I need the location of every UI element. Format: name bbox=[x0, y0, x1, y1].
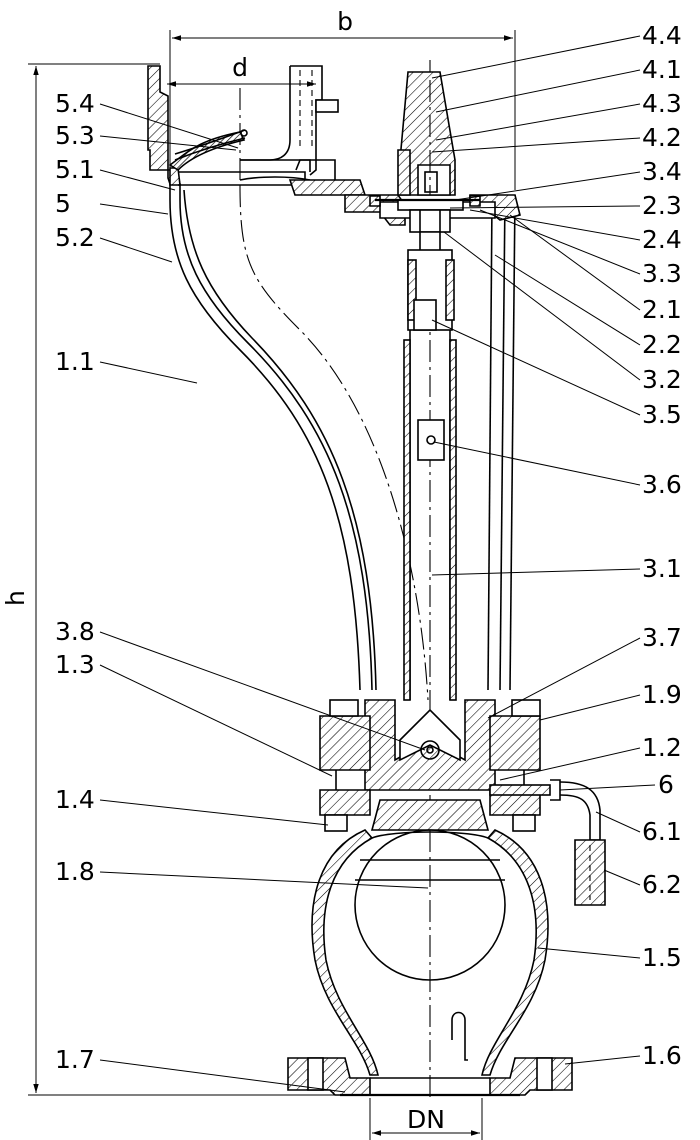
callout-3-7: 3.7 bbox=[642, 623, 682, 652]
dimension-d-label: d bbox=[232, 53, 248, 82]
labels-right: 4.4 4.1 4.3 4.2 3.4 2.3 2.4 3.3 2.1 2.2 … bbox=[431, 21, 682, 1070]
callout-1-4: 1.4 bbox=[55, 785, 95, 814]
callout-1-3: 1.3 bbox=[55, 650, 95, 679]
callout-6: 6 bbox=[658, 770, 674, 799]
middle-flange bbox=[319, 699, 541, 832]
outlet-head bbox=[147, 65, 367, 196]
callout-1-7: 1.7 bbox=[55, 1045, 95, 1074]
callout-5-4: 5.4 bbox=[55, 89, 95, 118]
dimension-dn: DN bbox=[369, 1098, 483, 1140]
callout-5-2: 5.2 bbox=[55, 223, 95, 252]
flow-path-centerline bbox=[239, 184, 429, 701]
callout-4-1: 4.1 bbox=[642, 55, 682, 84]
callout-3-4: 3.4 bbox=[642, 157, 682, 186]
drain-valve bbox=[489, 779, 606, 906]
callout-2-4: 2.4 bbox=[642, 225, 682, 254]
valve-cone bbox=[364, 699, 496, 831]
dimension-d: d bbox=[167, 53, 316, 87]
dimension-b-label: b bbox=[337, 7, 353, 36]
callout-3-8: 3.8 bbox=[55, 617, 95, 646]
callout-5-3: 5.3 bbox=[55, 121, 95, 150]
labels-left: 5.4 5.3 5.1 5 5.2 1.1 3.8 1.3 1.4 1.8 1.… bbox=[55, 89, 429, 1093]
callout-6-1: 6.1 bbox=[642, 817, 682, 846]
valve-body bbox=[311, 829, 549, 1076]
stem bbox=[403, 249, 457, 701]
callout-6-2: 6.2 bbox=[642, 870, 682, 899]
callout-1-8: 1.8 bbox=[55, 857, 95, 886]
callout-2-3: 2.3 bbox=[642, 191, 682, 220]
callout-1-9: 1.9 bbox=[642, 680, 682, 709]
callout-3-2: 3.2 bbox=[642, 365, 682, 394]
callout-1-1: 1.1 bbox=[55, 347, 95, 376]
callout-4-2: 4.2 bbox=[642, 123, 682, 152]
dimension-h-label: h bbox=[1, 590, 30, 606]
cap-nut bbox=[397, 71, 456, 196]
dimension-dn-label: DN bbox=[407, 1105, 445, 1134]
callout-5-1: 5.1 bbox=[55, 155, 95, 184]
callout-1-6: 1.6 bbox=[642, 1041, 682, 1070]
base-flange bbox=[287, 1057, 573, 1097]
dimension-h: h bbox=[1, 63, 340, 1096]
callout-5: 5 bbox=[55, 189, 71, 218]
callout-1-5: 1.5 bbox=[642, 943, 682, 972]
upper-barrel bbox=[169, 184, 516, 691]
callout-4-3: 4.3 bbox=[642, 89, 682, 118]
callout-4-4: 4.4 bbox=[642, 21, 682, 50]
callout-2-1: 2.1 bbox=[642, 295, 682, 324]
callout-1-2: 1.2 bbox=[642, 733, 682, 762]
dimension-b: b bbox=[169, 7, 516, 190]
callout-3-6: 3.6 bbox=[642, 470, 682, 499]
callout-3-3: 3.3 bbox=[642, 259, 682, 288]
callout-3-5: 3.5 bbox=[642, 400, 682, 429]
callout-3-1: 3.1 bbox=[642, 554, 682, 583]
callout-2-2: 2.2 bbox=[642, 330, 682, 359]
